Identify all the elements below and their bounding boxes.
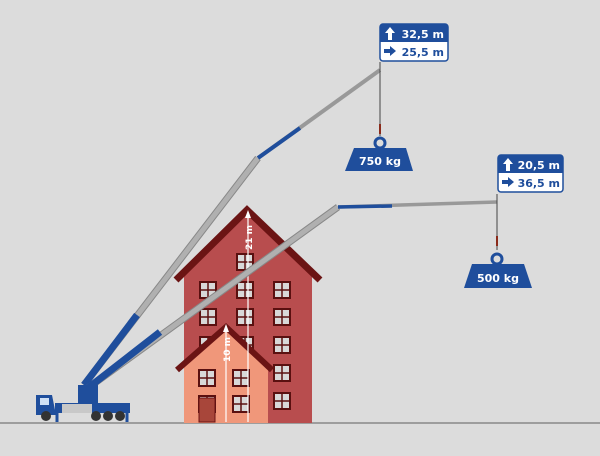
height-value-1: 32,5 m xyxy=(402,28,444,41)
reach-value-1: 25,5 m xyxy=(402,46,444,59)
load-weight-2: 500 kg xyxy=(464,252,532,288)
arrow-right-icon xyxy=(384,46,396,56)
crane-truck xyxy=(36,385,130,422)
arrow-up-icon xyxy=(385,27,395,40)
height-value-2: 20,5 m xyxy=(518,159,560,172)
small-height-label: 10 m xyxy=(223,337,233,362)
load-2-label: 500 kg xyxy=(477,272,519,285)
arrow-up-icon xyxy=(503,158,513,171)
arrow-right-icon xyxy=(502,177,514,187)
dimension-box-1: 32,5 m 25,5 m xyxy=(379,23,449,62)
load-1-label: 750 kg xyxy=(359,155,401,168)
reach-value-2: 36,5 m xyxy=(518,177,560,190)
boom-far xyxy=(85,194,498,391)
dimension-box-2: 20,5 m 36,5 m xyxy=(497,154,564,193)
boom-high xyxy=(81,62,382,388)
load-weight-1: 750 kg xyxy=(345,136,413,171)
height-dimension-10m: 10 m xyxy=(223,324,233,422)
tall-height-label: 21 m xyxy=(245,225,255,250)
door xyxy=(198,397,216,423)
height-dimension-21m: 21 m xyxy=(245,210,255,422)
